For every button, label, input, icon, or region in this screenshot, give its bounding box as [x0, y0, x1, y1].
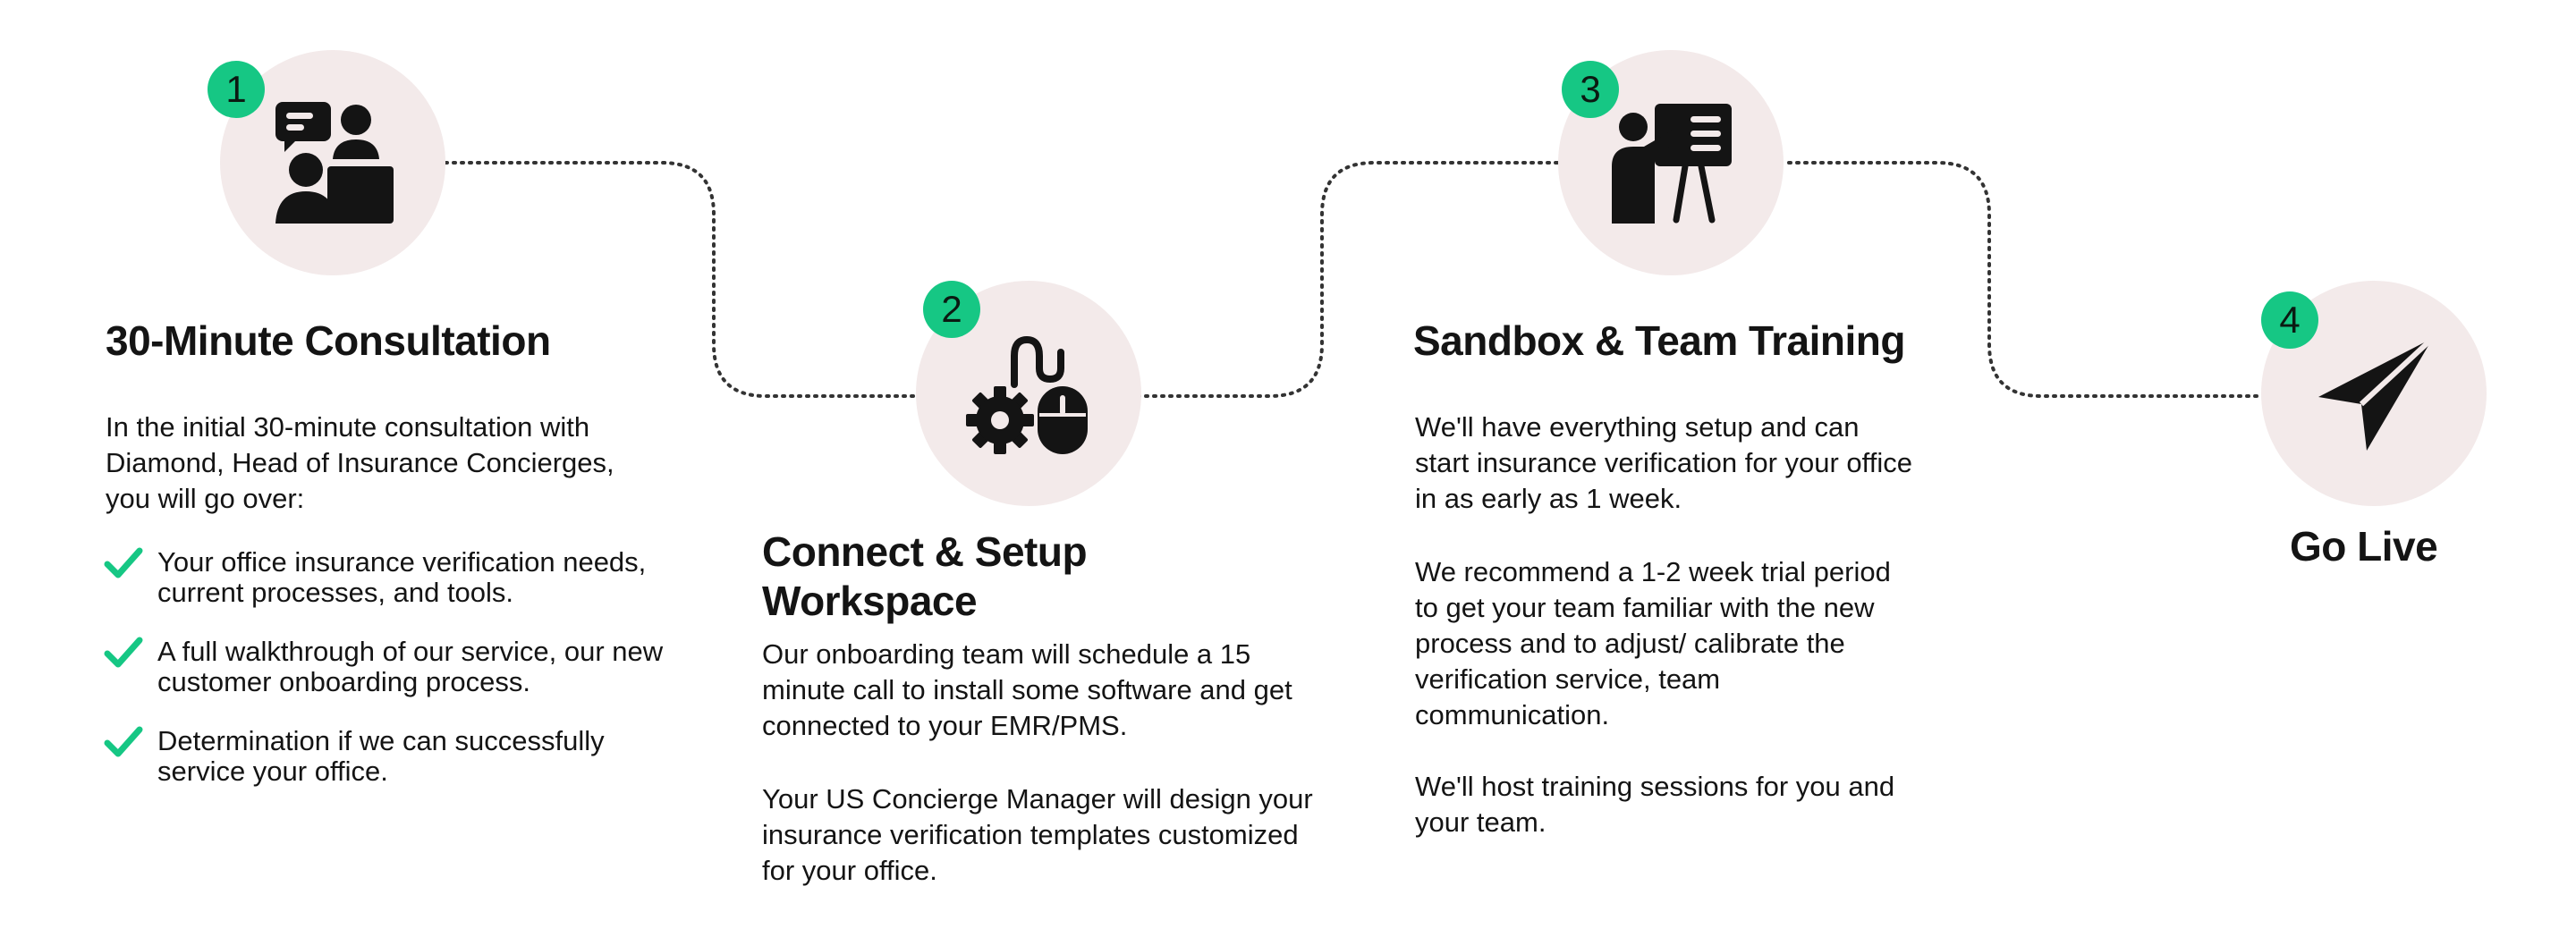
gear-and-mouse-icon: [966, 335, 1088, 454]
step-3-number-badge: 3: [1562, 61, 1619, 118]
step-3-paragraph: We'll have everything setup and can star…: [1415, 411, 1912, 514]
paper-plane-icon: [2318, 335, 2436, 451]
presentation-training-icon: [1612, 104, 1732, 224]
checkmark-icon: [104, 726, 143, 757]
checkmark-icon: [104, 637, 143, 668]
step-1-title: 30-Minute Consultation: [106, 317, 551, 364]
step-2-number-badge: 2: [923, 281, 980, 338]
step-1-number-badge: 1: [208, 61, 265, 118]
step-3-paragraph: We recommend a 1-2 week trial period to …: [1415, 556, 1891, 730]
consultation-icon: [275, 102, 394, 224]
step-2-title: Connect & Setup Workspace: [762, 528, 1088, 625]
step-3-paragraph: We'll host training sessions for you and…: [1415, 771, 1895, 838]
step-4-title: Go Live: [2290, 523, 2438, 570]
step-1-checklist: Your office insurance verification needs…: [104, 547, 676, 815]
step-4-number-badge: 4: [2261, 291, 2318, 349]
checklist-item: A full walkthrough of our service, our n…: [104, 637, 676, 697]
checklist-item-text: Determination if we can successfully ser…: [157, 725, 605, 787]
checkmark-icon: [104, 547, 143, 578]
checklist-item: Your office insurance verification needs…: [104, 547, 676, 608]
step-2-paragraph: Our onboarding team will schedule a 15 m…: [762, 638, 1292, 741]
step-3-title: Sandbox & Team Training: [1413, 317, 1905, 364]
checklist-item-text: Your office insurance verification needs…: [157, 546, 647, 608]
step-2-paragraph: Your US Concierge Manager will design yo…: [762, 783, 1313, 886]
step-1-intro: In the initial 30-minute consultation wi…: [106, 411, 614, 514]
checklist-item: Determination if we can successfully ser…: [104, 726, 676, 787]
checklist-item-text: A full walkthrough of our service, our n…: [157, 636, 664, 697]
step-2-icon-circle: [916, 281, 1141, 506]
